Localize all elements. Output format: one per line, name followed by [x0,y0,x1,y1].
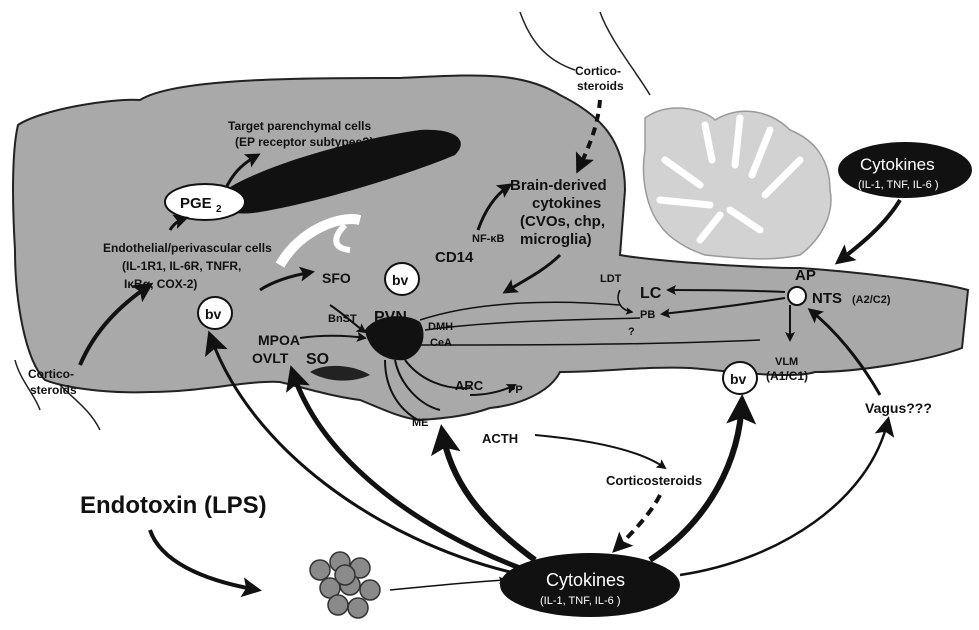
bv-label-3: bv [730,371,747,387]
cytokines-bottom-subtitle: (IL-1, TNF, IL-6 ) [540,595,620,607]
ap-label: AP [795,267,816,284]
endothelial-label: Endothelial/perivascular cells [103,241,272,255]
bv-label-2: bv [205,306,222,322]
cytokines-bottom-title: Cytokines [546,570,625,590]
pb-label: PB [640,309,655,321]
cytokines-top-title: Cytokines [860,155,935,174]
corticosteroids-top-label-2: steroids [577,79,624,93]
pge2-subscript: 2 [216,204,222,215]
nfkb-label: NF-κB [472,233,504,245]
vlm-label: VLM [775,356,798,368]
brain-cytokines-label-4: microglia) [520,231,592,248]
cytokines-top-subtitle: (IL-1, TNF, IL-6 ) [858,179,938,191]
immune-cell-cluster [310,552,380,618]
pvn-label: PVN [374,309,407,326]
lc-label: LC [640,285,662,302]
target-cells-label: Target parenchymal cells [228,119,372,133]
nts-subtitle: (A2/C2) [852,294,891,306]
brain-cytokines-label: Brain-derived [510,177,607,194]
corticosteroids-left-label-2: steroids [30,383,77,397]
corticosteroids-left-label: Cortico- [28,367,74,381]
acth-label: ACTH [482,431,518,446]
endothelial-subtitle: (IL-1R1, IL-6R, TNFR, [122,259,241,273]
pge2-label: PGE [180,195,212,212]
brain-cytokines-label-3: (CVOs, chp, [520,213,605,230]
cd14-label: CD14 [435,249,474,266]
vagus-label: Vagus??? [865,400,932,416]
nts-label: NTS [812,290,842,307]
corticosteroids-mid-label: Corticosteroids [606,473,702,488]
question-mark-label: ? [628,326,635,338]
arc-label: ARC [455,378,484,393]
ldt-label: LDT [600,273,622,285]
sfo-label: SFO [322,270,351,286]
ap-node [788,287,806,305]
endotoxin-label: Endotoxin (LPS) [80,492,267,519]
endothelial-subtitle-2: IκBα, COX-2) [124,277,197,291]
bv-label-1: bv [392,272,409,288]
cea-label: CeA [430,337,452,349]
brain-cytokines-label-2: cytokines [532,195,601,212]
vlm-subtitle: (A1/C1) [766,369,808,383]
corticosteroids-top-label: Cortico- [575,64,621,78]
mpoa-label: MPOA [258,332,300,348]
target-cells-subtitle: (EP receptor subtypes?) [235,135,373,149]
ovlt-label: OVLT [252,350,289,366]
so-label: SO [306,351,329,368]
